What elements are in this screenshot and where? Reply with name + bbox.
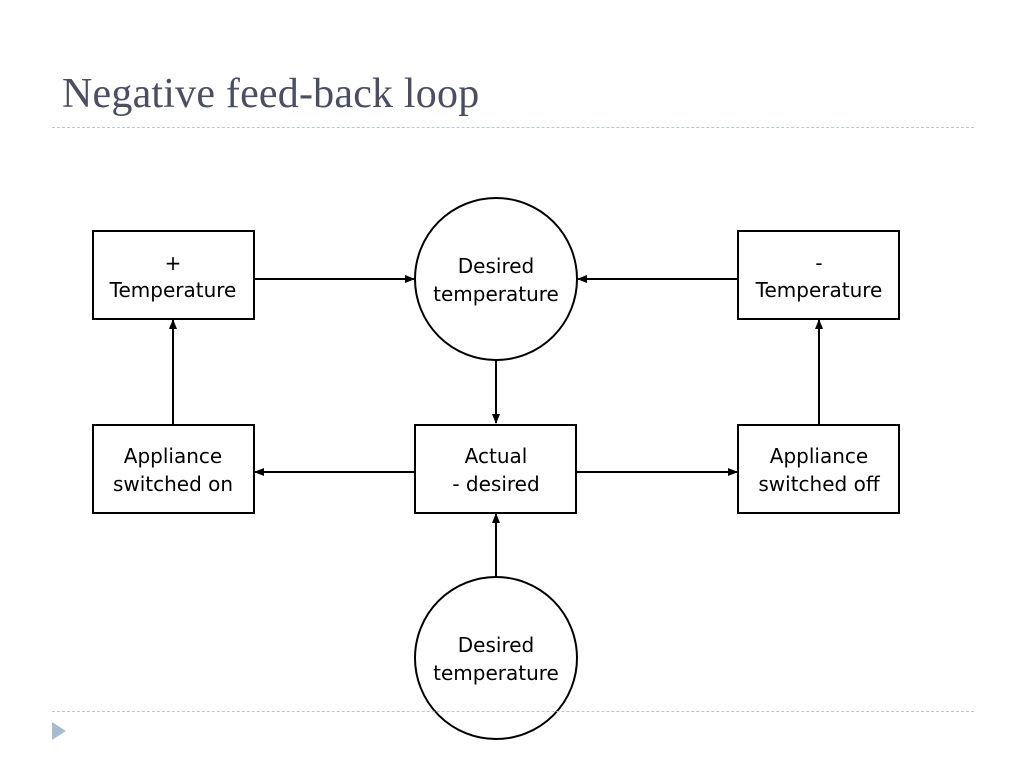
- appliance-off-node: Appliance switched off: [737, 424, 900, 514]
- slide-title: Negative feed-back loop: [62, 71, 480, 117]
- desired-temperature-bottom-line2: temperature: [433, 661, 559, 685]
- minus-temperature-line1: -: [815, 251, 822, 275]
- desired-temperature-bottom-line1: Desired: [458, 633, 534, 657]
- desired-temperature-bottom-node: Desired temperature: [414, 576, 578, 740]
- minus-temperature-line2: Temperature: [755, 278, 883, 302]
- desired-temperature-top-line2: temperature: [433, 282, 559, 306]
- appliance-off-line2: switched off: [758, 472, 880, 496]
- top-divider: [52, 127, 974, 128]
- desired-temperature-top-node: Desired temperature: [414, 197, 578, 361]
- actual-minus-desired-line2: - desired: [452, 472, 539, 496]
- minus-temperature-node: - Temperature: [737, 230, 900, 320]
- actual-minus-desired-line1: Actual: [465, 444, 528, 468]
- plus-temperature-line2: Temperature: [109, 278, 237, 302]
- plus-temperature-line1: +: [165, 251, 182, 275]
- appliance-off-line1: Appliance: [770, 444, 868, 468]
- appliance-on-line1: Appliance: [124, 444, 222, 468]
- triangle-bullet-icon: [52, 722, 66, 740]
- bottom-divider: [52, 711, 974, 712]
- appliance-on-line2: switched on: [113, 472, 233, 496]
- plus-temperature-node: + Temperature: [92, 230, 255, 320]
- appliance-on-node: Appliance switched on: [92, 424, 255, 514]
- desired-temperature-top-line1: Desired: [458, 254, 534, 278]
- actual-minus-desired-node: Actual - desired: [414, 424, 577, 514]
